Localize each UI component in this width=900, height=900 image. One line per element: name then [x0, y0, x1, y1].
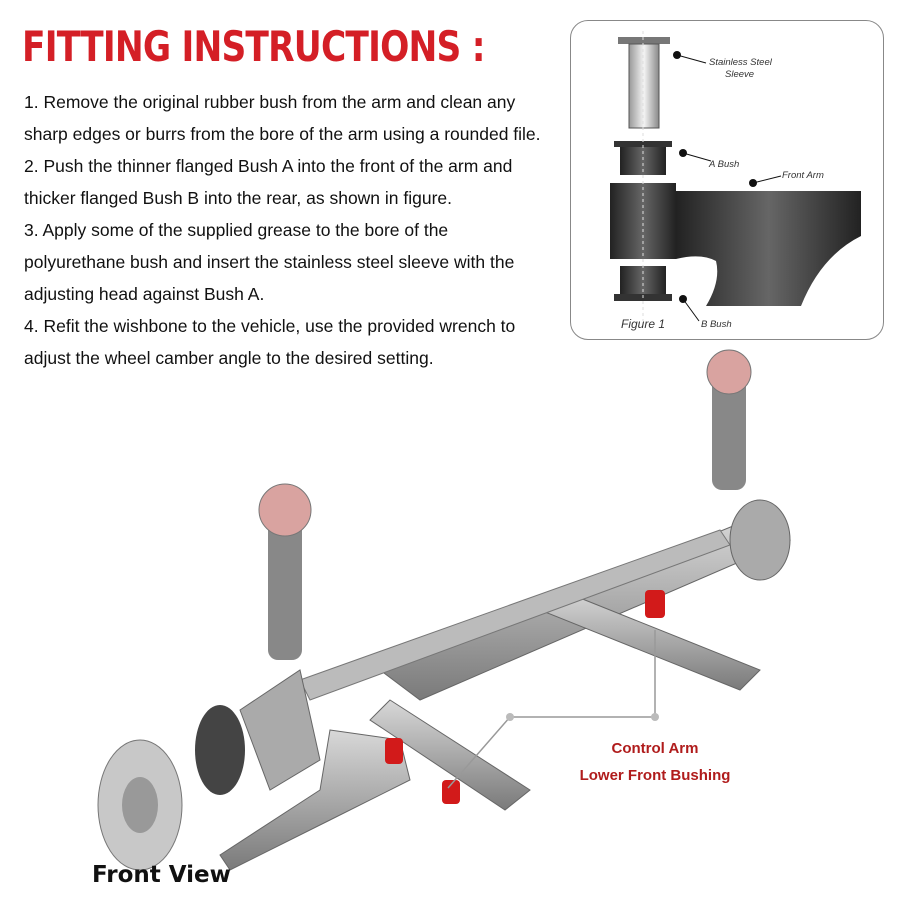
- instruction-step: 3. Apply some of the supplied grease to …: [24, 220, 515, 304]
- figure-caption: Figure 1: [621, 317, 666, 331]
- instruction-list: 1. Remove the original rubber bush from …: [24, 86, 554, 374]
- instruction-step: 4. Refit the wishbone to the vehicle, us…: [24, 316, 516, 368]
- bushing-red: [385, 738, 403, 764]
- sleeve-label-line2: Sleeve: [725, 69, 755, 80]
- bushing-red: [645, 590, 665, 618]
- a-bush-label: A Bush: [709, 159, 740, 170]
- b-bush-label: B Bush: [701, 319, 732, 330]
- bushing-red: [442, 780, 460, 804]
- instruction-step: 1. Remove the original rubber bush from …: [24, 92, 541, 144]
- instruction-step: 2. Push the thinner flanged Bush A into …: [24, 156, 513, 208]
- sleeve-label: Stainless Steel: [709, 57, 772, 68]
- callout-line1: Control Arm: [611, 740, 699, 757]
- figure-1-diagram: Stainless Steel Sleeve A Bush Front Arm …: [570, 20, 884, 340]
- front-suspension-illustration: [97, 349, 791, 871]
- control-arm-callout: Control Arm Lower Front Bushing: [560, 735, 750, 789]
- callout-line2: Lower Front Bushing: [579, 767, 731, 784]
- bush-assembly-illustration: [610, 31, 861, 322]
- view-label: Front View: [92, 862, 231, 888]
- page-title: FITTING INSTRUCTIONS :: [22, 22, 485, 71]
- front-arm-label: Front Arm: [782, 170, 824, 181]
